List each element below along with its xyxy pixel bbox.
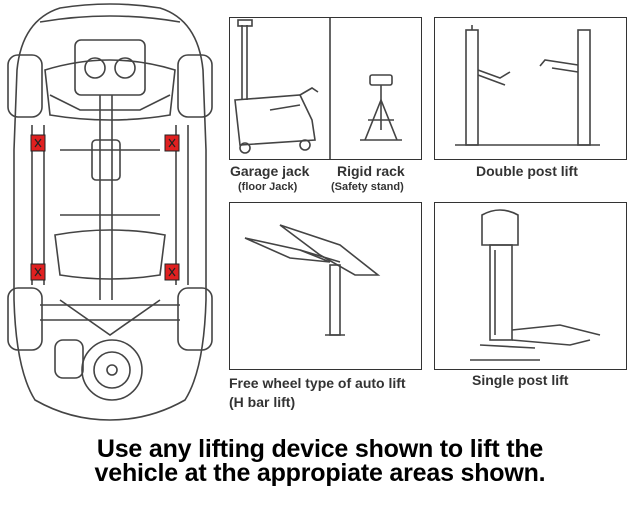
car-body-outline — [13, 3, 207, 421]
rear-right-wheel — [177, 287, 213, 351]
garage-jack-label: Garage jack — [230, 163, 310, 179]
front-right-wheel — [177, 54, 213, 118]
instruction-caption-line-1: Use any lifting device shown to lift the — [96, 435, 544, 463]
car-underside-diagram — [7, 3, 213, 421]
x-mark-icon — [34, 267, 42, 277]
free-wheel-lift-label: Free wheel type of auto lift — [229, 375, 406, 391]
garage-jack-sublabel: (floor Jack) — [238, 181, 298, 193]
x-mark-icon — [34, 138, 42, 148]
double-post-lift-label: Double post lift — [476, 163, 578, 179]
rigid-rack-sublabel: (Safety stand) — [331, 181, 404, 193]
single-post-lift-panel — [434, 202, 627, 370]
instruction-caption-line-2: vehicle at the appropiate areas shown. — [94, 459, 546, 487]
rigid-rack-label: Rigid rack — [337, 163, 405, 179]
free-wheel-lift-sublabel: (H bar lift) — [229, 394, 296, 410]
garage-jack-drawing — [234, 19, 319, 154]
spare-tire — [81, 339, 143, 401]
single-post-lift-label: Single post lift — [472, 372, 569, 388]
rigid-rack-drawing — [360, 74, 402, 141]
front-left-wheel — [7, 54, 43, 118]
x-mark-icon — [168, 138, 176, 148]
x-mark-icon — [168, 267, 176, 277]
jack-and-stand-panel — [229, 17, 422, 160]
rear-left-wheel — [7, 287, 43, 351]
free-wheel-lift-panel — [229, 202, 422, 370]
